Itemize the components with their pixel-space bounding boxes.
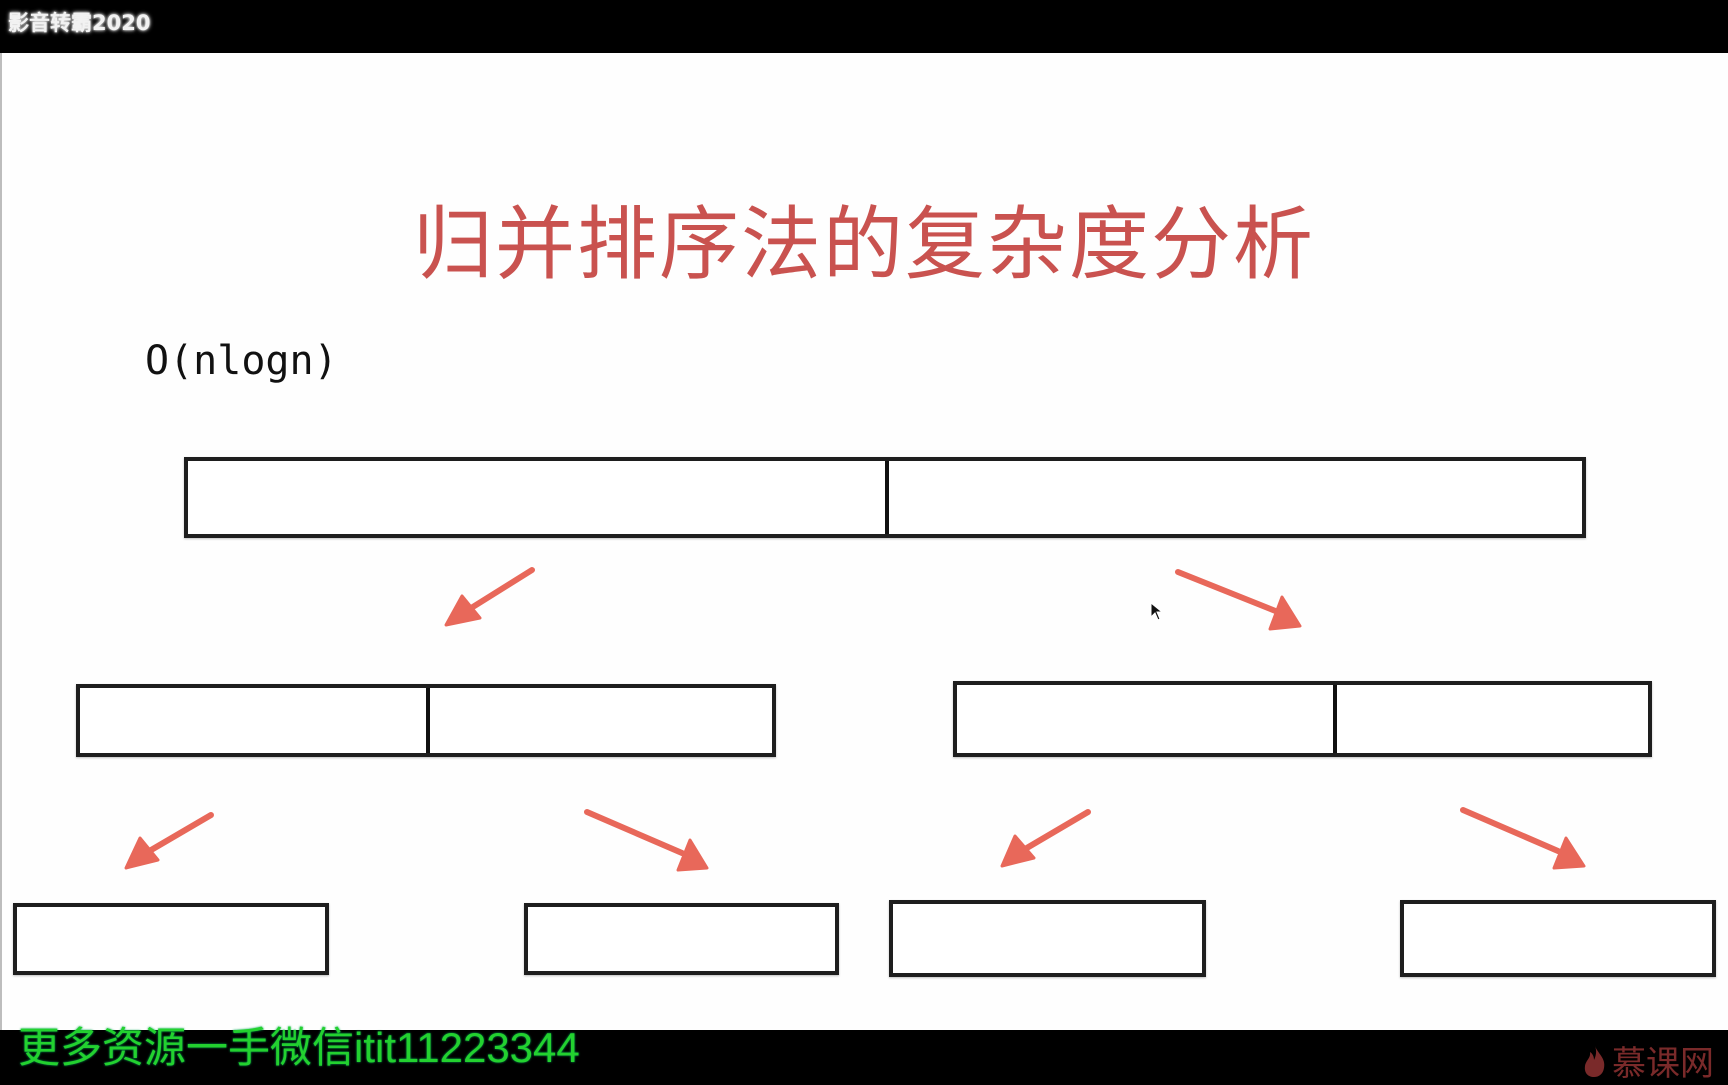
array-box-level0 [184, 457, 1586, 538]
array-box-level2-4 [1400, 900, 1716, 977]
mouse-cursor-icon [1150, 602, 1164, 621]
array-box-level2-3 [889, 900, 1206, 977]
array-box-level1-right [953, 681, 1652, 757]
player-top-bar: 影音转霸2020 [0, 0, 1728, 53]
array-box-level1-left [76, 684, 776, 757]
complexity-label: O(nlogn) [145, 338, 338, 384]
flame-icon [1584, 1045, 1605, 1077]
logo-text: 慕课网 [1612, 1044, 1714, 1084]
watermark-text: 更多资源一手微信itit11223344 [18, 1024, 580, 1071]
site-logo: 慕课网 [1582, 1036, 1714, 1085]
array-box-level2-2 [524, 903, 839, 975]
split-divider [426, 688, 430, 753]
player-brand-label: 影音转霸2020 [8, 11, 151, 35]
split-divider [1333, 685, 1337, 753]
slide-title: 归并排序法的复杂度分析 [413, 198, 1315, 291]
player-bottom-bar [0, 1030, 1728, 1080]
slide-canvas [0, 53, 1728, 1030]
split-divider [885, 461, 889, 534]
array-box-level2-1 [13, 903, 329, 975]
